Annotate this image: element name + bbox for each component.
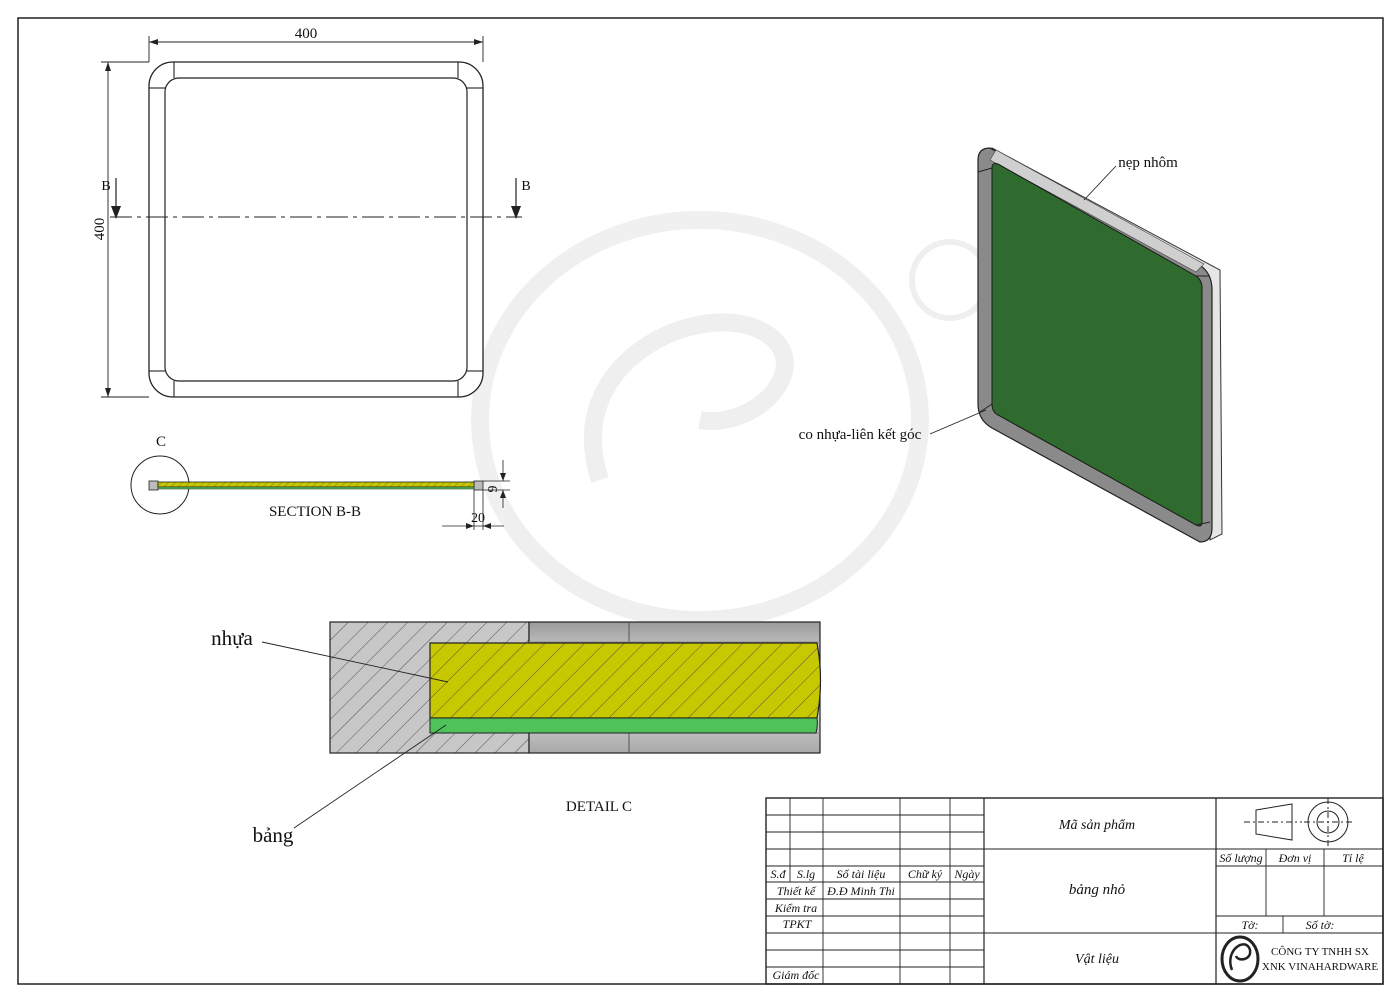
company-logo-icon (1220, 935, 1260, 983)
section-frame-left (148, 480, 159, 491)
detail-plastic-layer (429, 642, 822, 719)
dimension-width: 400 (295, 26, 318, 42)
product-code-label: Mã sản phẩm (1058, 818, 1135, 833)
sheet-border (17, 17, 1384, 985)
scale-label: Tỉ lệ (1342, 851, 1364, 865)
product-name: bảng nhỏ (1069, 882, 1126, 898)
label-plastic: nhựa (211, 626, 253, 650)
sheets-label: Số tờ: (1306, 918, 1335, 932)
title-block (765, 797, 1384, 985)
role-designer: Thiết kế (777, 884, 817, 898)
header-date: Ngày (953, 867, 980, 881)
label-corner-plastic: co nhựa-liên kết góc (799, 427, 922, 443)
header-sd: S.đ (771, 867, 787, 881)
role-director: Giám đốc (773, 968, 821, 982)
sheet-label: Tờ: (1241, 918, 1258, 932)
section-view: C 9 20 SECTION B-B (130, 434, 510, 530)
title-block-text: S.đ S.lg Số tài liệu Chữ ký Ngày Thiết k… (771, 818, 1379, 982)
company-name-line1: CÔNG TY TNHH SX (1271, 946, 1369, 958)
header-signature: Chữ ký (908, 867, 943, 881)
dimension-thickness: 9 (486, 486, 501, 493)
unit-label: Đơn vị (1278, 851, 1312, 865)
header-document-no: Số tài liệu (837, 867, 886, 881)
designer-name: Đ.Đ Minh Thi (826, 884, 895, 898)
detail-view: nhựa bảng DETAIL C (211, 621, 822, 847)
projection-symbol-icon (1244, 798, 1352, 846)
section-mark-left: B (101, 179, 110, 194)
role-tech-manager: TPKT (783, 917, 813, 931)
iso-view: nẹp nhôm co nhựa-liên kết góc (799, 147, 1223, 543)
section-title: SECTION B-B (269, 504, 361, 520)
iso-board (991, 163, 1203, 527)
detail-circle-label: C (156, 434, 166, 450)
dimension-height: 400 (92, 218, 108, 241)
label-aluminium-frame: nẹp nhôm (1118, 155, 1178, 171)
frame-outer-outline (148, 61, 484, 398)
section-plastic (157, 481, 475, 488)
header-slg: S.lg (797, 867, 815, 881)
section-mark-right: B (521, 179, 530, 194)
label-board: bảng (253, 823, 294, 847)
watermark-logo (471, 211, 991, 629)
quantity-label: Số lượng (1219, 851, 1262, 865)
detail-title: DETAIL C (566, 799, 632, 815)
section-frame-right (473, 480, 484, 491)
detail-board-layer (429, 717, 818, 734)
frame-inner-outline (164, 77, 468, 382)
top-view: 400 400 B B (92, 26, 531, 398)
section-board (157, 486, 475, 490)
role-checker: Kiểm tra (774, 901, 817, 915)
dimension-frame-width: 20 (471, 511, 485, 526)
material-label: Vật liệu (1075, 952, 1119, 967)
company-name-line2: XNK VINAHARDWARE (1262, 961, 1378, 973)
